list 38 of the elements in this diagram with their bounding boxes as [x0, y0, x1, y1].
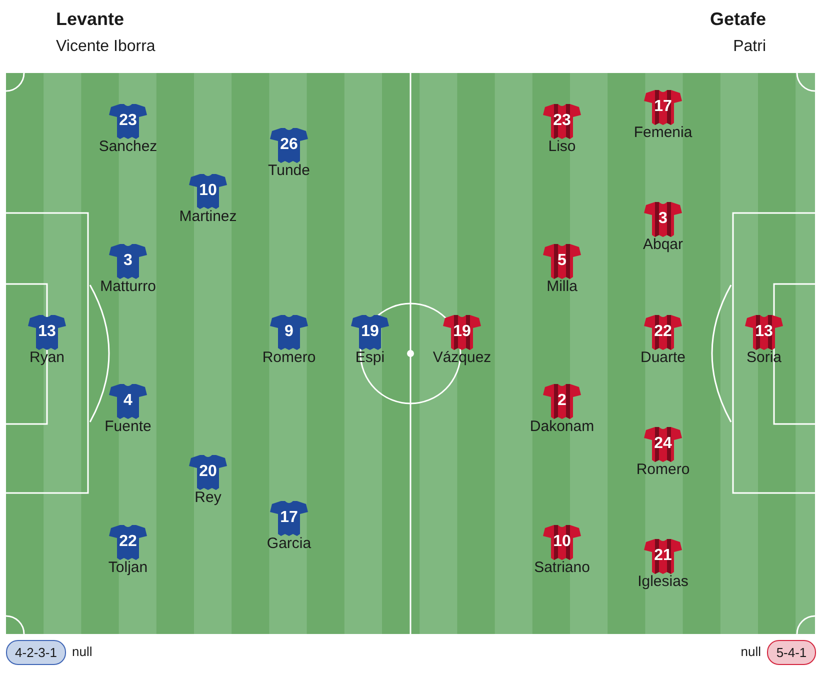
shirt-number: 3: [124, 252, 132, 270]
shirt-number: 23: [553, 112, 571, 130]
shirt-number: 19: [453, 323, 471, 341]
shirt-number: 22: [119, 533, 137, 551]
player-name: Sanchez: [98, 138, 158, 155]
formation-note: null: [72, 644, 92, 660]
shirt-number: 22: [654, 323, 672, 341]
shirt-number: 23: [119, 112, 137, 130]
shirt-number: 19: [361, 323, 379, 341]
player-name: Toljan: [108, 559, 148, 576]
shirt-number: 24: [654, 435, 672, 453]
player-name: Matturro: [100, 278, 156, 295]
player-name: Fuente: [104, 418, 152, 435]
coach-name: Patri: [733, 37, 766, 56]
player-name: Femenia: [634, 124, 692, 141]
player-name: Romero: [636, 461, 690, 478]
shirt-number: 5: [558, 252, 566, 270]
player-name: Duarte: [640, 349, 686, 366]
shirt-number: 4: [124, 392, 132, 410]
player-name: Milla: [546, 278, 578, 295]
player-name: Iglesias: [638, 573, 688, 590]
player-name: Liso: [548, 138, 576, 155]
formation-note: null: [740, 644, 761, 660]
shirt-number: 17: [654, 98, 672, 116]
shirt-number: 21: [654, 547, 672, 565]
team-name: Getafe: [710, 9, 766, 30]
shirt-number: 3: [658, 210, 668, 228]
shirt-number: 2: [558, 392, 566, 410]
player-name: Dakonam: [530, 418, 594, 435]
shirt-number: 13: [38, 323, 56, 341]
formation-pill: 5-4-1: [767, 640, 816, 665]
formation-pill: 4-2-3-1: [6, 640, 66, 665]
player-name: Satriano: [534, 559, 590, 576]
shirt-number: 13: [755, 323, 773, 341]
team-name: Levante: [56, 9, 124, 30]
coach-name: Vicente Iborra: [56, 37, 156, 56]
player-name: Abqar: [642, 236, 684, 253]
shirt-number: 10: [553, 533, 571, 551]
